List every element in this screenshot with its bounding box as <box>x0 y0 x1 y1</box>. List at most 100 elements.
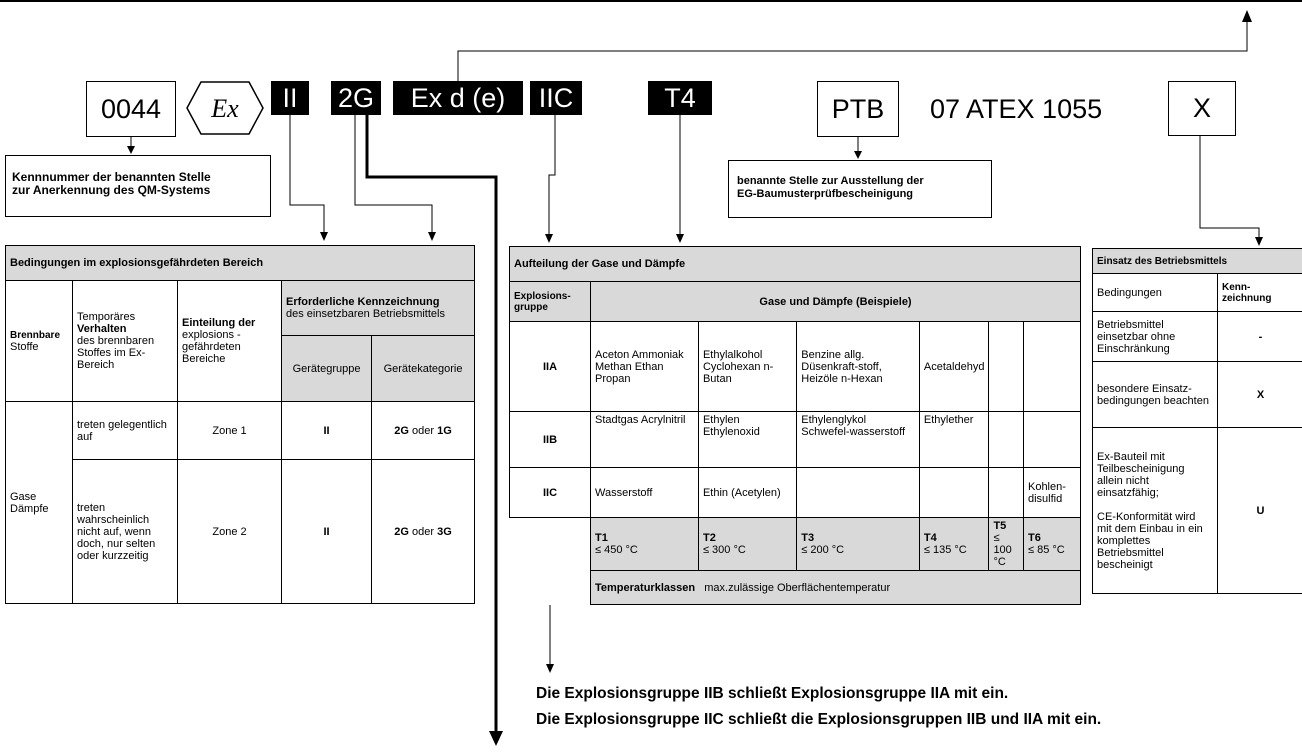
col-behavior-pre: Temporäres <box>77 311 136 323</box>
gas-cell: Kohlen-disulfid <box>1022 467 1082 518</box>
temp-spacer <box>509 570 591 605</box>
row1-cat-a: 2G <box>394 424 409 437</box>
col-marking: Kenn-zeichnung <box>1217 273 1302 312</box>
row2-category: 2G oder 3G <box>371 459 475 604</box>
notified-body-number-box: 0044 <box>86 81 176 137</box>
row1-group: II <box>280 401 373 460</box>
use-mark: U <box>1217 427 1302 594</box>
use-table: Einsatz des Betriebsmittels Bedingungen … <box>1092 248 1302 594</box>
protection-type-label: Ex d (e) <box>393 81 523 115</box>
col-zones-bold: Einteilung der <box>182 317 256 329</box>
qm-note-line2: zur Anerkennung des QM-Systems <box>12 183 211 197</box>
use-condition: Ex-Bauteil mit Teilbescheinigung allein … <box>1092 427 1218 594</box>
gas-cell <box>988 411 1024 468</box>
col-conditions: Bedingungen <box>1092 273 1218 312</box>
col-device-category: Gerätekategorie <box>371 335 475 402</box>
bottom-line2: Die Explosionsgruppe IIC schließt die Ex… <box>536 711 1102 728</box>
ex-hexagon-icon: Ex <box>185 80 265 136</box>
row2-zone: Zone 2 <box>177 459 282 604</box>
gas-cell: Ethylalkohol Cyclohexan n-Butan <box>697 321 798 412</box>
row2-cat-or: oder <box>408 525 438 538</box>
row1-behavior: treten gelegentlich auf <box>72 401 178 460</box>
row2-cat-a: 2G <box>394 525 409 538</box>
row1-cat-b: 1G <box>437 424 452 437</box>
use-mark: X <box>1217 361 1302 428</box>
temp-class-cell: T4≤ 135 °C <box>918 517 990 571</box>
conditions-table: Bedingungen im explosionsgefährdeten Ber… <box>5 245 475 604</box>
temp-footer-bold: Temperaturklassen <box>595 581 696 594</box>
col-behavior-post: des brennbaren Stoffes im Ex-Bereich <box>77 335 155 371</box>
equipment-group-label: II <box>271 81 309 115</box>
special-condition-box: X <box>1168 81 1236 136</box>
gas-row-group: IIC <box>509 467 591 518</box>
certifier-note-line1: benannte Stelle zur Ausstellung der <box>737 175 924 187</box>
gas-cell <box>796 467 920 518</box>
temp-class-label: T4 <box>648 81 712 115</box>
gas-cell <box>1022 411 1082 468</box>
temp-class-value: ≤ 200 °C <box>801 544 845 556</box>
col-required-text: des einsetzbaren Betriebsmittels <box>286 308 445 320</box>
gas-cell <box>988 467 1024 518</box>
gases-table-title: Aufteilung der Gase und Dämpfe <box>509 246 1081 282</box>
temp-class-name: T6 <box>1027 532 1041 544</box>
gas-row-group: IIA <box>509 321 591 412</box>
gas-cell: Stadtgas Acrylnitril <box>590 411 699 468</box>
temp-class-value: ≤ 85 °C <box>1027 544 1065 556</box>
temp-class-value: ≤ 300 °C <box>702 544 746 556</box>
gas-cell <box>1022 321 1082 412</box>
temp-class-name: T5 <box>993 520 1007 532</box>
gas-cell: Acetaldehyd <box>918 321 990 412</box>
col-zones-text: explosions - gefährdeten Bereiche <box>182 329 241 365</box>
qm-note: Kennnummer der benannten Stelle zur Aner… <box>5 155 271 217</box>
gas-cell: Aceton Ammoniak Methan Ethan Propan <box>590 321 699 412</box>
row2-behavior: treten wahrscheinlich nicht auf, wenn do… <box>72 459 178 604</box>
gas-cell: Ethylen Ethylenoxid <box>697 411 798 468</box>
temp-class-name: T4 <box>923 532 937 544</box>
certifier-note-line2: EG-Baumusterprüfbescheinigung <box>737 188 914 200</box>
substance-gases: Gase Dämpfe <box>5 401 73 604</box>
gas-cell: Ethylether <box>918 411 990 468</box>
temp-class-cell: T3≤ 200 °C <box>796 517 920 571</box>
col-substances-text: Stoffe <box>10 341 39 353</box>
use-condition-b: CE-Konformität wird mit dem Einbau in ei… <box>1097 510 1203 571</box>
gas-cell: Ethin (Acetylen) <box>697 467 798 518</box>
temp-footer-text: max.zulässige Oberflächentemperatur <box>704 581 891 594</box>
temp-class-value: ≤ 135 °C <box>923 544 967 556</box>
col-behavior-bold: Verhalten <box>77 323 127 335</box>
gas-group-label: IIC <box>530 81 582 115</box>
bottom-line1: Die Explosionsgruppe IIB schließt Explos… <box>536 685 1009 702</box>
gas-cell: Benzine allg. Düsenkraft-stoff, Heizöle … <box>796 321 920 412</box>
temp-class-cell: T2≤ 300 °C <box>697 517 798 571</box>
use-condition-a: Ex-Bauteil mit Teilbescheinigung allein … <box>1097 450 1185 499</box>
col-required-bold: Erforderliche Kennzeichnung <box>286 296 440 308</box>
ex-symbol-text: Ex <box>210 94 239 123</box>
certifier-note: benannte Stelle zur Ausstellung der EG-B… <box>728 160 992 218</box>
temp-class-value: ≤ 450 °C <box>595 544 638 556</box>
col-device-group: Gerätegruppe <box>280 335 373 402</box>
row1-zone: Zone 1 <box>177 401 282 460</box>
qm-note-line1: Kennnummer der benannten Stelle <box>12 170 211 184</box>
row2-cat-b: 3G <box>437 525 452 538</box>
temp-footer: Temperaturklassen max.zulässige Oberfläc… <box>590 570 1081 605</box>
row1-cat-or: oder <box>408 424 438 437</box>
row2-group: II <box>280 459 373 604</box>
gas-cell <box>988 321 1024 412</box>
temp-class-name: T3 <box>801 532 815 544</box>
conditions-table-title: Bedingungen im explosionsgefährdeten Ber… <box>5 245 475 281</box>
row1-category: 2G oder 1G <box>371 401 475 460</box>
temp-class-value: ≤ 100 °C <box>993 532 1012 568</box>
certifier-box: PTB <box>817 81 899 137</box>
col-explosion-group: Explosions-gruppe <box>509 281 591 322</box>
col-gas-examples: Gase und Dämpfe (Beispiele) <box>590 281 1081 322</box>
col-substances-bold: Brennbare <box>10 330 61 341</box>
temp-class-name: T1 <box>595 532 608 544</box>
temp-class-cell: T6≤ 85 °C <box>1022 517 1082 571</box>
temp-class-cell: T5≤ 100 °C <box>988 517 1024 571</box>
top-rule <box>0 0 1302 2</box>
temp-spacer <box>509 517 591 571</box>
use-condition: Betriebsmittel einsetzbar ohne Einschrän… <box>1092 311 1218 362</box>
